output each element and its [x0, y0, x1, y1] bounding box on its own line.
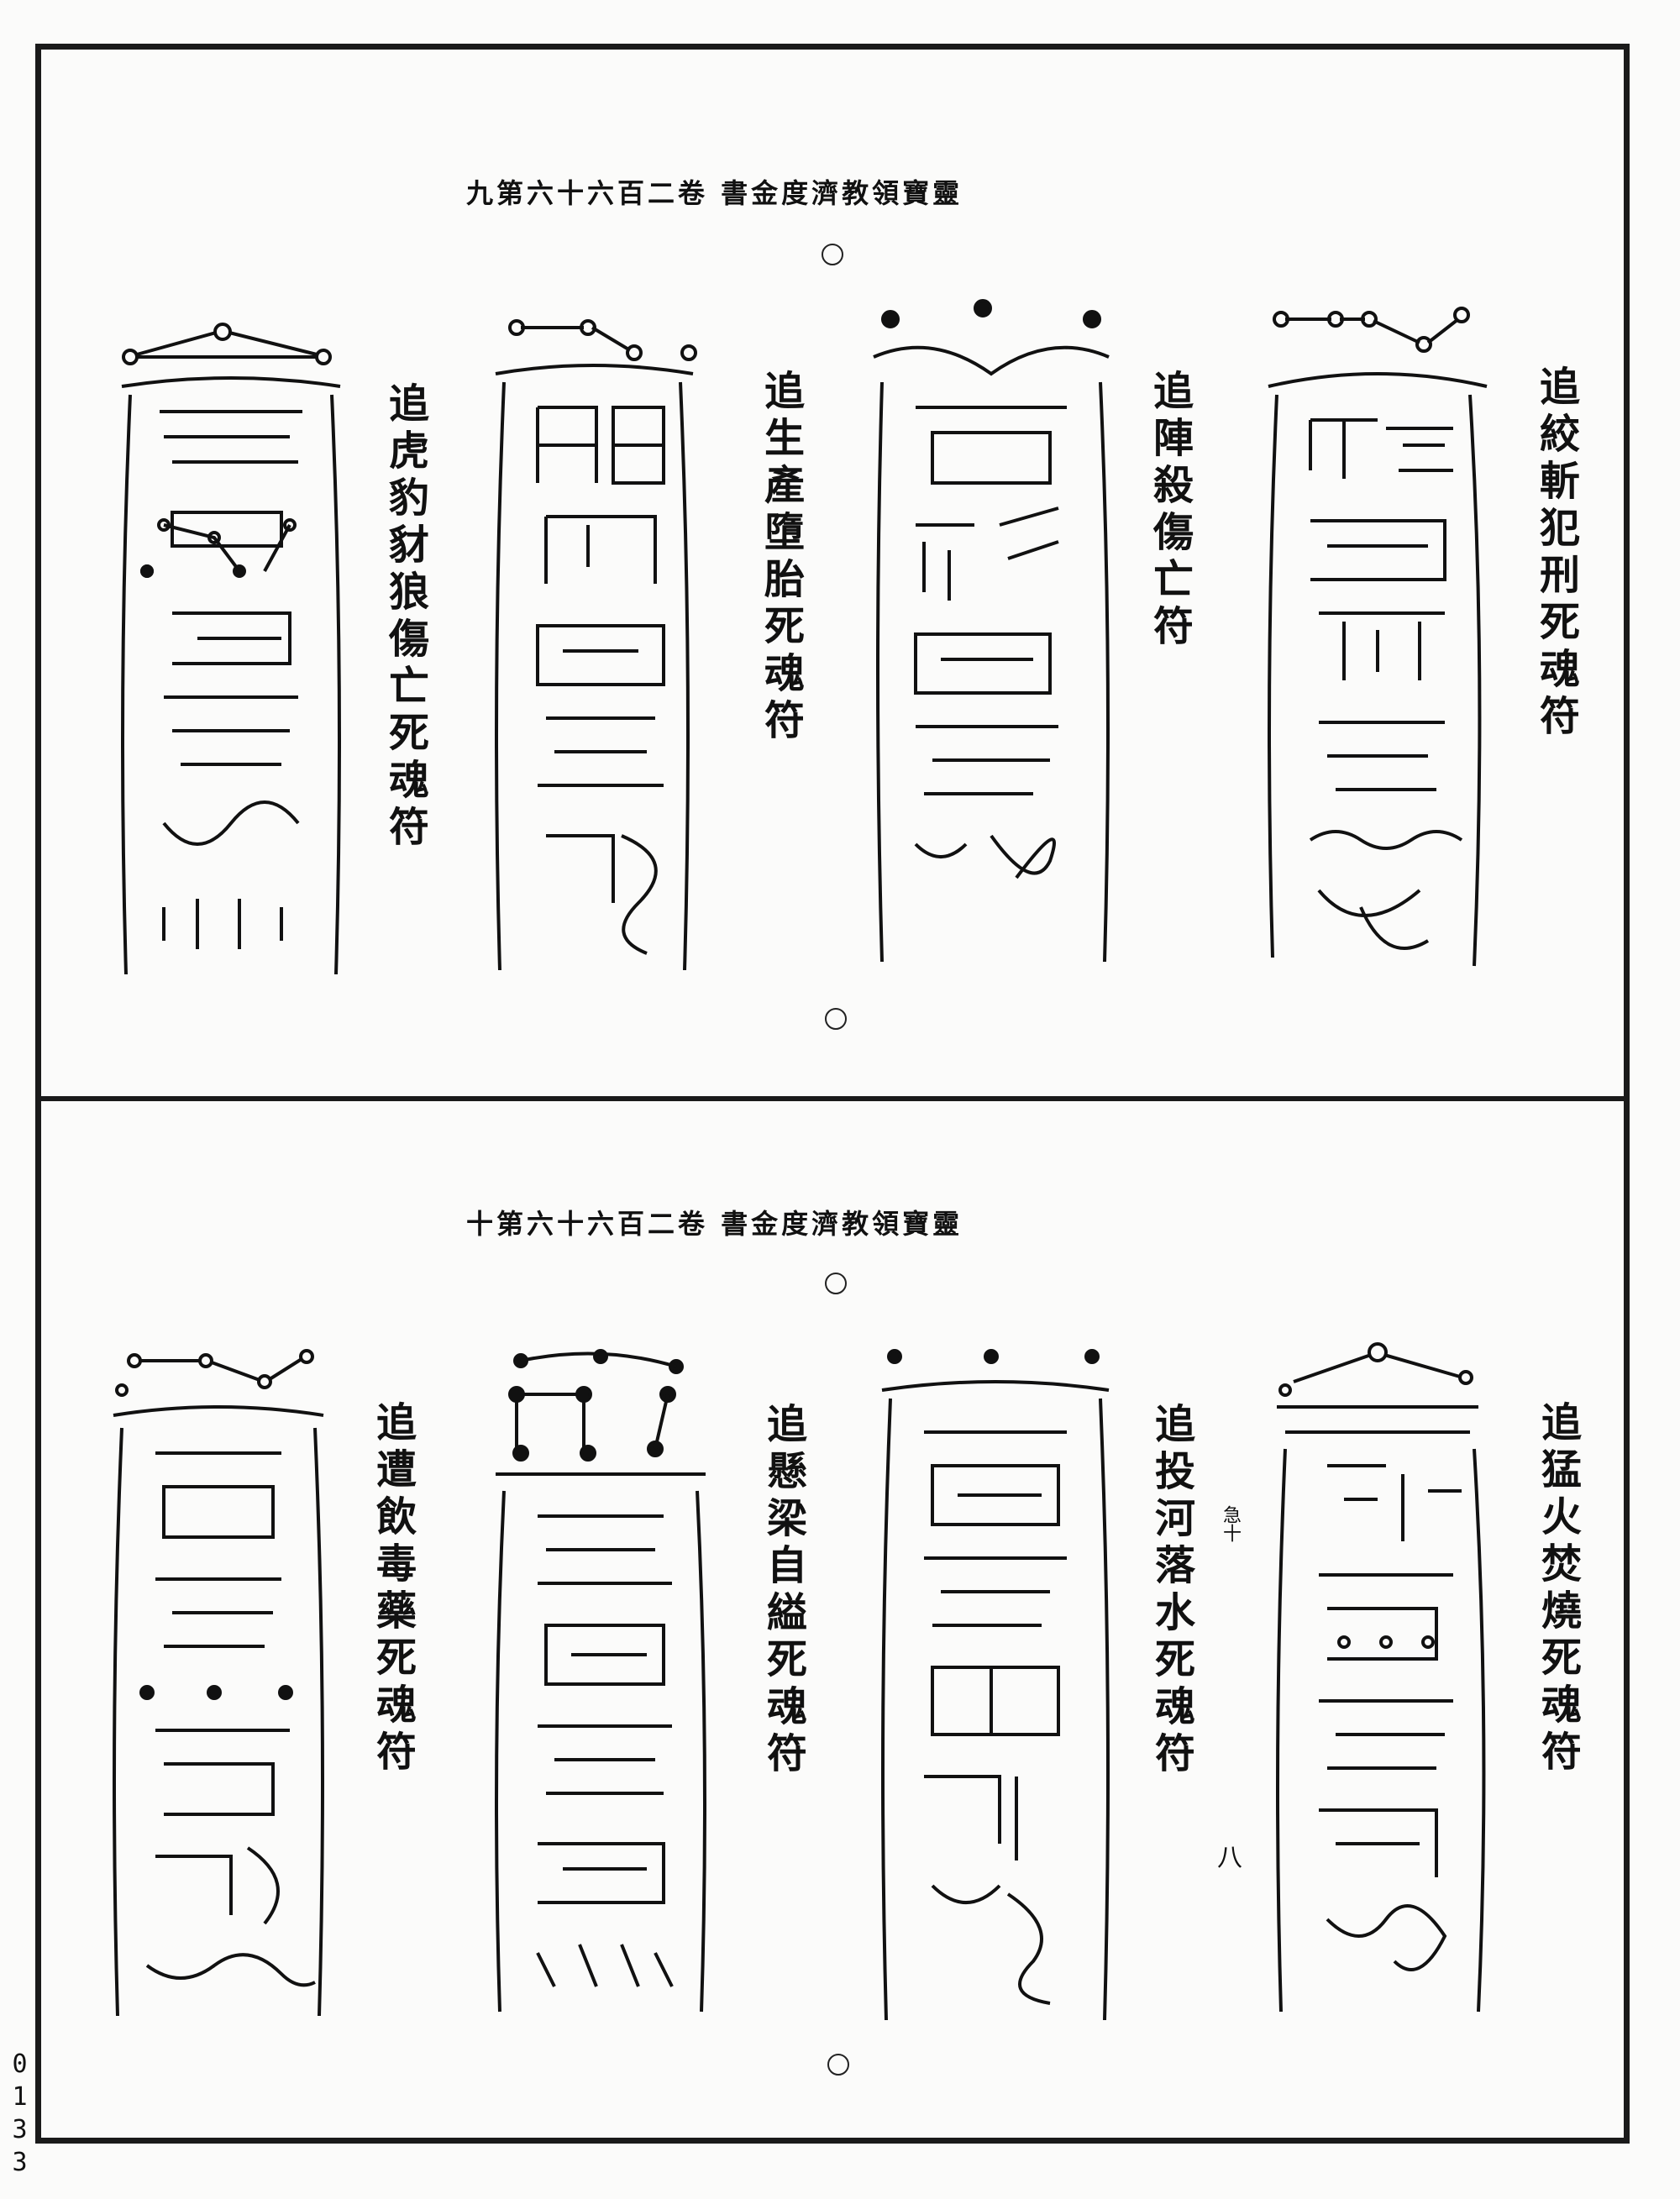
talisman-title-top-3: 追生產墮胎死魂符: [757, 370, 804, 746]
bottom-header: 靈寶領教濟度金書 卷二百六十六第十: [466, 1208, 963, 1240]
talisman-figure-top-3: [487, 315, 697, 979]
side-mark: 八: [1212, 1844, 1242, 1869]
binding-hole-top-2: [825, 1008, 847, 1030]
top-header: 靈寶領教濟度金書 卷二百六十六第九: [466, 177, 963, 209]
talisman-figure-bottom-4: [105, 1344, 332, 2028]
talisman-figure-top-1: [1260, 302, 1495, 983]
talisman-figure-bottom-3: [487, 1348, 714, 2028]
page-number: 0133: [5, 2049, 34, 2181]
talisman-title-bottom-2: 追投河落水死魂符: [1147, 1403, 1194, 1779]
section-divider: [35, 1096, 1630, 1101]
talisman-title-bottom-4: 追遭飲毒藥死魂符: [369, 1401, 416, 1777]
talisman-title-top-2: 追陣殺傷亡符: [1146, 370, 1193, 652]
binding-hole-bottom-2: [827, 2054, 849, 2076]
binding-hole-top-1: [822, 244, 843, 265]
talisman-figure-bottom-1: [1268, 1340, 1495, 2028]
talisman-figure-top-2: [865, 290, 1117, 979]
page-frame: [35, 44, 1630, 2144]
talisman-figure-bottom-2: [874, 1340, 1117, 2037]
small-annotation: 急十: [1220, 1505, 1241, 1542]
talisman-title-bottom-3: 追懸梁自縊死魂符: [759, 1403, 806, 1779]
talisman-title-top-1: 追絞斬犯刑死魂符: [1532, 365, 1579, 742]
talisman-title-bottom-1: 追猛火焚燒死魂符: [1534, 1401, 1581, 1777]
talisman-figure-top-4: [113, 319, 349, 983]
talisman-title-top-4: 追虎豹豺狼傷亡死魂符: [381, 382, 428, 853]
binding-hole-bottom-1: [825, 1273, 847, 1294]
